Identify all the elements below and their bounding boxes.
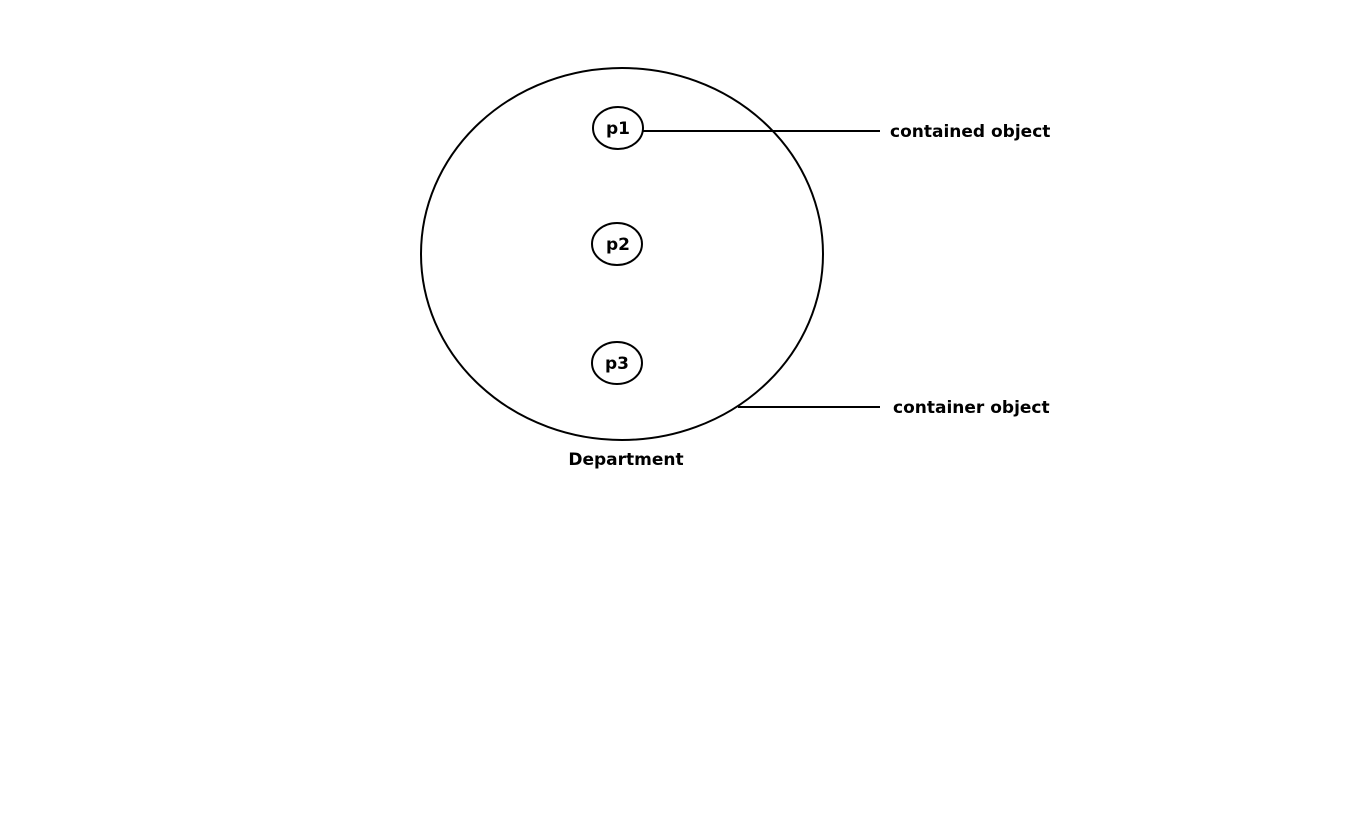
object-p1-ellipse [592, 106, 644, 150]
object-p3-ellipse [591, 341, 643, 385]
container-object-annotation: container object [893, 398, 1050, 418]
object-p2-ellipse [591, 222, 643, 266]
contained-object-annotation: contained object [890, 122, 1050, 142]
object-p1-label: p1 [606, 119, 630, 139]
object-p3-label: p3 [605, 354, 629, 374]
container-ellipse [420, 67, 824, 441]
object-p2-label: p2 [606, 235, 630, 255]
container-label: Department [568, 450, 683, 470]
